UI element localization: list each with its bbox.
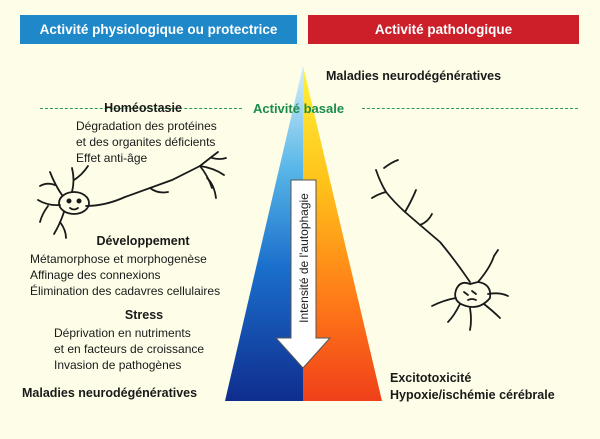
- bottom-left-disease-label: Maladies neurodégénératives: [22, 386, 198, 400]
- hypoxia-label: Hypoxie/ischémie cérébrale: [390, 388, 555, 402]
- header-physiological: Activité physiologique ou protectrice: [20, 15, 297, 44]
- homeostasis-line-2: et des organites déficients: [76, 135, 216, 149]
- homeostasis-line-3: Effet anti-âge: [76, 151, 148, 165]
- development-line-1: Métamorphose et morphogenèse: [30, 252, 207, 266]
- stress-line-1: Déprivation en nutriments: [54, 326, 191, 340]
- triangle-pathological: [303, 66, 382, 401]
- homeostasis-line-1: Dégradation des protéines: [76, 119, 217, 133]
- header-pathological: Activité pathologique: [308, 15, 579, 44]
- basal-activity-label: Activité basale: [253, 101, 345, 116]
- basal-line-right: [362, 108, 578, 109]
- intensity-arrow: [274, 179, 332, 369]
- basal-line-left: [40, 108, 242, 109]
- homeostasis-title: Homéostasie: [104, 101, 182, 115]
- excitotoxicity-label: Excitotoxicité: [390, 371, 472, 385]
- development-title: Développement: [96, 234, 190, 248]
- stress-title: Stress: [124, 308, 164, 322]
- development-line-2: Affinage des connexions: [30, 268, 161, 282]
- stress-line-3: Invasion de pathogènes: [54, 358, 182, 372]
- top-disease-label: Maladies neurodégénératives: [326, 69, 502, 83]
- triangle-physiological: [225, 66, 303, 401]
- damaged-neuron: [371, 159, 509, 331]
- stress-line-2: et en facteurs de croissance: [54, 342, 205, 356]
- development-line-3: Élimination des cadavres cellulaires: [30, 284, 221, 298]
- healthy-neuron: [37, 151, 227, 239]
- autophagy-intensity-label: Intensité de l'autophagie: [297, 193, 311, 323]
